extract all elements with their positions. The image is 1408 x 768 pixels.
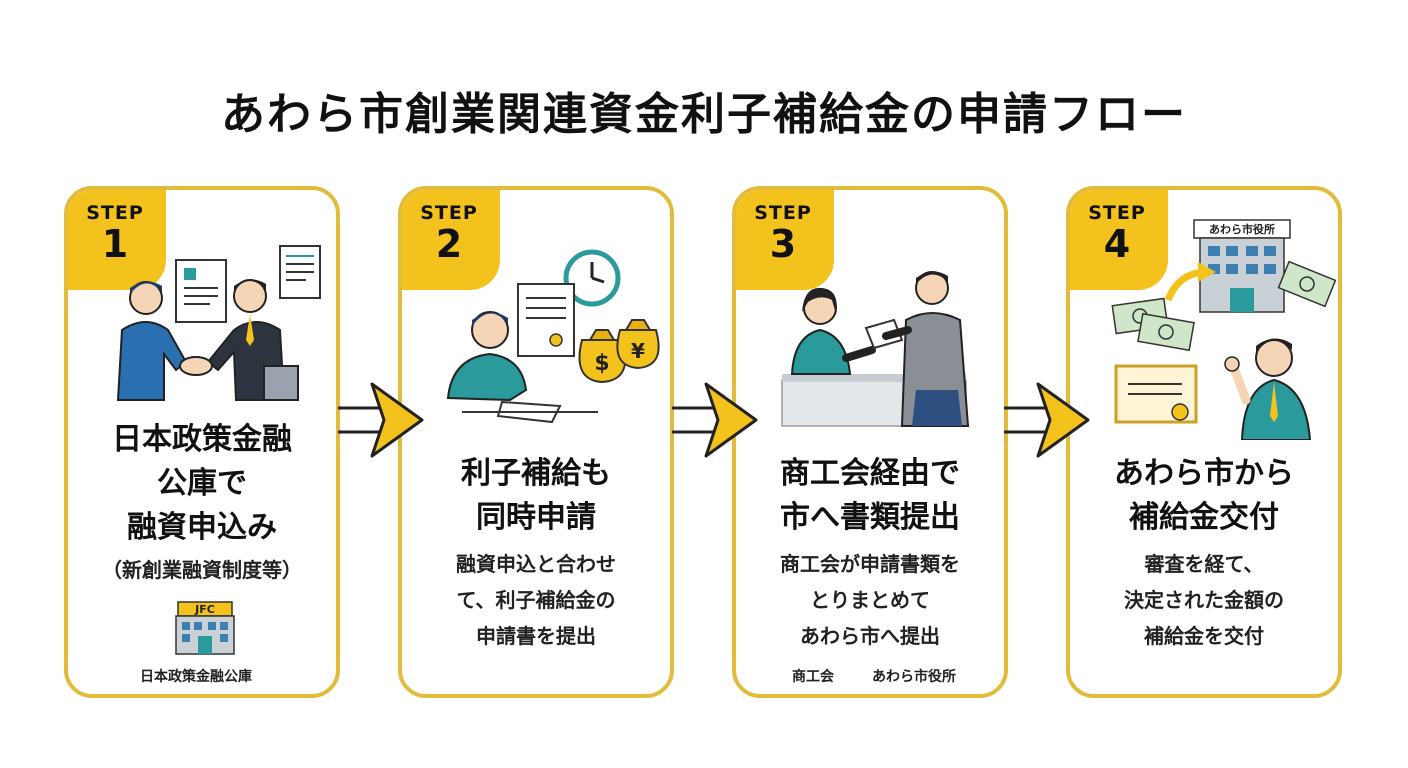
- flow-arrow-icon: [338, 382, 424, 458]
- body-line: 商工会が申請書類を: [780, 552, 960, 576]
- flow-arrow-icon: [672, 382, 758, 458]
- step-card-2: STEP 2 $ ¥: [398, 186, 674, 698]
- document-icon: [175, 259, 227, 323]
- document-icon: [279, 245, 321, 299]
- heading-line: 商工会経由で: [780, 456, 960, 491]
- step-label: STEP: [754, 202, 812, 224]
- heading-line: 融資申込み: [127, 510, 277, 545]
- step-badge-4: STEP 4: [1070, 190, 1168, 290]
- body-line: て、利子補給金の: [456, 588, 616, 612]
- body-line: 補給金を交付: [1144, 624, 1264, 648]
- step-heading: 日本政策金融 公庫で 融資申込み: [68, 418, 336, 550]
- body-line: （新創業融資制度等）: [102, 558, 302, 582]
- body-line: あわら市へ提出: [800, 624, 940, 648]
- counter-submission-illustration: [781, 271, 970, 427]
- step-number: 2: [435, 222, 463, 266]
- heading-line: 同時申請: [476, 500, 596, 535]
- application-illustration: $ ¥: [446, 249, 660, 424]
- heading-line: 公庫で: [157, 466, 247, 501]
- certificate-icon: [1114, 364, 1198, 424]
- step-label: STEP: [420, 202, 478, 224]
- step-label: STEP: [1088, 202, 1146, 224]
- caption: あわら市役所: [872, 669, 956, 685]
- jfc-building-icon: JFC: [175, 601, 235, 655]
- body-line: 決定された金額の: [1124, 588, 1284, 612]
- step-body: 審査を経て、 決定された金額の 補給金を交付: [1070, 546, 1338, 654]
- banknote-icon: [1137, 312, 1195, 352]
- heading-line: 補給金交付: [1129, 500, 1279, 535]
- page-title: あわら市創業関連資金利子補給金の申請フロー: [221, 89, 1187, 140]
- grant-delivery-illustration: あわら市役所: [1111, 219, 1337, 440]
- step-body: 商工会が申請書類を とりまとめて あわら市へ提出: [736, 546, 1004, 654]
- caption: 日本政策金融公庫: [140, 669, 252, 685]
- svg-text:¥: ¥: [631, 339, 645, 363]
- step-heading: あわら市から 補給金交付: [1070, 452, 1338, 540]
- svg-text:あわら市役所: あわら市役所: [1209, 222, 1275, 236]
- body-line: とりまとめて: [810, 588, 930, 612]
- svg-text:$: $: [594, 351, 609, 376]
- handshake-illustration: [116, 245, 321, 401]
- caption: 商工会: [792, 669, 834, 685]
- banknote-icon: [1277, 260, 1337, 308]
- step-number: 1: [101, 222, 129, 266]
- body-line: 融資申込と合わせ: [456, 552, 616, 576]
- money-bag-icon: ¥: [616, 319, 660, 370]
- step-body: 融資申込と合わせ て、利子補給金の 申請書を提出: [402, 546, 670, 654]
- step-card-3: STEP 3 商工会経由で 市へ書類提出 商工会が申請書類を とりまとめて あわ…: [732, 186, 1008, 698]
- body-line: 審査を経て、: [1144, 552, 1264, 576]
- step-number: 4: [1103, 222, 1131, 266]
- step-card-1: STEP 1 日本政策金融 公庫: [64, 186, 340, 698]
- step-badge-3: STEP 3: [736, 190, 834, 290]
- heading-line: 日本政策金融: [112, 422, 292, 457]
- step-label: STEP: [86, 202, 144, 224]
- heading-line: 利子補給も: [461, 456, 611, 491]
- step-body: （新創業融資制度等）: [68, 552, 336, 588]
- clock-icon: [563, 249, 621, 307]
- step-badge-2: STEP 2: [402, 190, 500, 290]
- building-sign: JFC: [194, 603, 215, 616]
- step-heading: 利子補給も 同時申請: [402, 452, 670, 540]
- heading-line: 市へ書類提出: [780, 500, 960, 535]
- flow-arrow-icon: [1004, 382, 1090, 458]
- document-icon: [517, 283, 575, 357]
- heading-line: あわら市から: [1114, 456, 1294, 491]
- city-hall-building-icon: あわら市役所: [1193, 219, 1291, 313]
- step-heading: 商工会経由で 市へ書類提出: [736, 452, 1004, 540]
- step-card-4: STEP 4 あわら市役所: [1066, 186, 1342, 698]
- step-number: 3: [769, 222, 797, 266]
- step-badge-1: STEP 1: [68, 190, 166, 290]
- body-line: 申請書を提出: [476, 624, 596, 648]
